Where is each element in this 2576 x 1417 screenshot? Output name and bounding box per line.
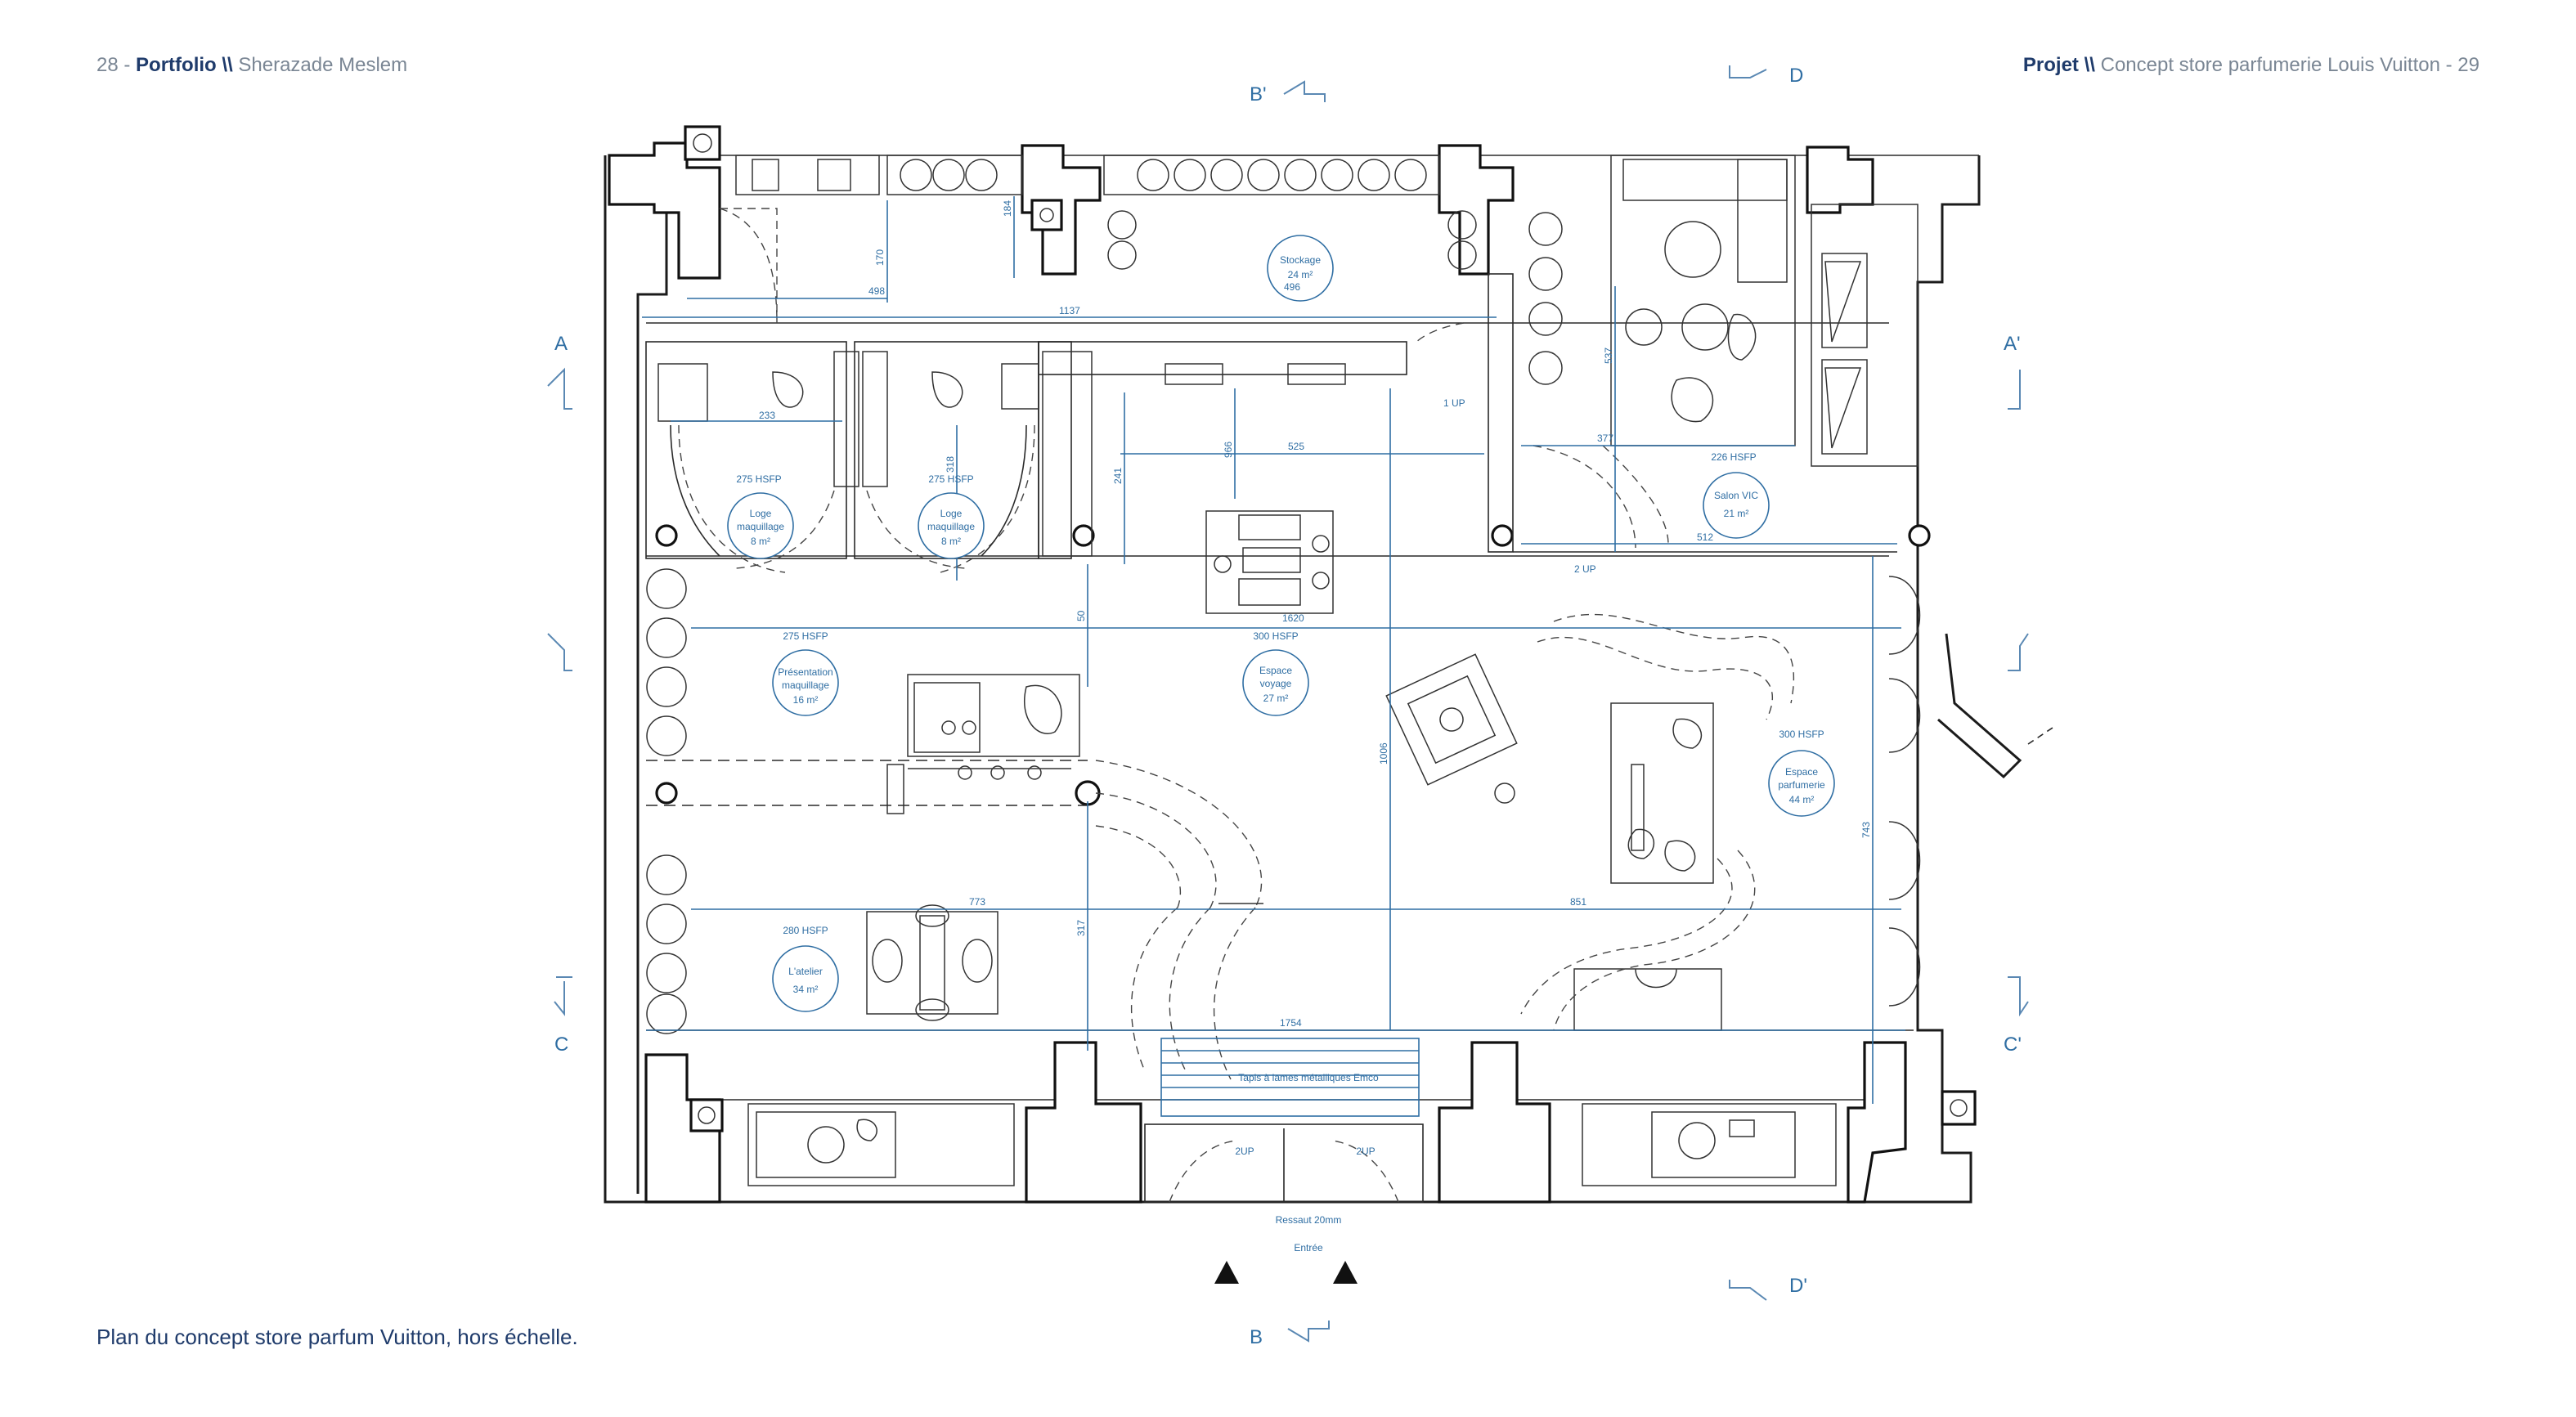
room-parfumerie: 300 HSFP Espace parfumerie 44 m²	[1768, 729, 1835, 817]
room-name: Loge	[940, 508, 963, 519]
dim-317: 317	[1075, 920, 1087, 936]
room-area: 34 m²	[793, 984, 819, 995]
dim-498: 498	[868, 285, 885, 297]
dim-233: 233	[759, 410, 775, 421]
storage-shelving	[719, 155, 1563, 385]
room-stockage: Stockage 24 m² 496	[1267, 235, 1334, 302]
central-furniture	[646, 510, 1795, 1080]
dim-1up: 1 UP	[1443, 397, 1465, 409]
room-loge-2: 275 HSFP Loge maquillage 8 m²	[918, 473, 985, 559]
entrance-arrow-left	[1214, 1261, 1239, 1284]
room-area: 21 m²	[1724, 508, 1749, 519]
header-left: 28 - Portfolio \\ Sherazade Meslem	[96, 54, 407, 77]
room-salon-vic: 226 HSFP Salon VIC 21 m²	[1703, 451, 1770, 539]
dim-50: 50	[1075, 610, 1087, 621]
room-name: Espace	[1259, 665, 1292, 676]
dim-851: 851	[1570, 896, 1586, 908]
dim-2up: 2 UP	[1574, 563, 1596, 575]
vitrines	[747, 1103, 1837, 1186]
hsfp-label: 226 HSFP	[1711, 451, 1756, 463]
section-a-label: A	[554, 333, 568, 355]
salon-vic-furniture	[1533, 155, 1919, 549]
up-right-note: 2UP	[1356, 1146, 1375, 1157]
entrance-arrow-right	[1333, 1261, 1358, 1284]
entrance	[1144, 1038, 1424, 1284]
tapis-note: Tapis à lames métalliques Emco	[1238, 1072, 1379, 1083]
pillars	[608, 125, 1977, 1204]
room-name-2: voyage	[1260, 678, 1292, 689]
room-name: Salon VIC	[1714, 490, 1758, 501]
room-name: Stockage	[1280, 254, 1321, 266]
room-area: 44 m²	[1789, 794, 1815, 805]
dim-1006: 1006	[1378, 742, 1389, 765]
room-area: 16 m²	[793, 694, 819, 706]
hsfp-label: 300 HSFP	[1253, 630, 1298, 642]
hsfp-label: 300 HSFP	[1779, 729, 1824, 740]
room-presentation: 275 HSFP Présentation maquillage 16 m²	[772, 630, 839, 716]
room-voyage: 300 HSFP Espace voyage 27 m²	[1242, 630, 1309, 716]
separator: -	[2445, 54, 2453, 76]
section-a-prime-label: A'	[2004, 333, 2021, 355]
room-area: 8 m²	[751, 536, 770, 547]
dim-1620: 1620	[1282, 612, 1304, 624]
room-area: 27 m²	[1263, 693, 1289, 704]
dim-377: 377	[1597, 433, 1613, 444]
dim-496: 496	[1284, 281, 1300, 293]
room-name: L'atelier	[788, 966, 823, 977]
room-name: Loge	[750, 508, 772, 519]
section-c-prime-label: C'	[2004, 1034, 2022, 1056]
dim-743: 743	[1860, 822, 1872, 838]
room-name: Présentation	[778, 666, 832, 678]
author-name: Sherazade Meslem	[238, 54, 408, 76]
entrance-notes: Tapis à lames métalliques Emco 2UP 2UP R…	[1235, 1072, 1379, 1253]
room-name: Espace	[1785, 766, 1818, 778]
plan-caption: Plan du concept store parfum Vuitton, ho…	[96, 1325, 578, 1349]
dim-525: 525	[1288, 441, 1304, 452]
dim-1754: 1754	[1280, 1017, 1302, 1029]
hsfp-label: 280 HSFP	[783, 925, 828, 936]
dim-966: 966	[1223, 442, 1234, 458]
ressaut-note: Ressaut 20mm	[1276, 1214, 1342, 1226]
room-name-2: maquillage	[927, 521, 975, 532]
up-left-note: 2UP	[1235, 1146, 1254, 1157]
section-d-prime-label: D'	[1789, 1275, 1807, 1297]
dim-318: 318	[945, 456, 956, 473]
room-name-2: parfumerie	[1778, 779, 1825, 791]
dim-170: 170	[874, 249, 886, 266]
room-loge-1: 275 HSFP Loge maquillage 8 m²	[727, 473, 794, 559]
section-markers: A A' B' B C C' D D'	[547, 65, 2029, 1348]
dim-512: 512	[1697, 531, 1713, 543]
entree-note: Entrée	[1294, 1242, 1323, 1253]
dim-241: 241	[1112, 468, 1124, 484]
hsfp-label: 275 HSFP	[928, 473, 973, 485]
partitions	[645, 273, 1897, 573]
dim-773: 773	[969, 896, 985, 908]
room-atelier: 280 HSFP L'atelier 34 m²	[772, 925, 839, 1012]
project-title: Concept store parfumerie Louis Vuitton	[2100, 54, 2440, 76]
separator: -	[123, 54, 131, 76]
section-c-label: C	[554, 1034, 568, 1056]
dim-537: 537	[1603, 348, 1614, 364]
dim-184: 184	[1002, 200, 1013, 217]
section-b-label: B	[1250, 1326, 1263, 1348]
hsfp-label: 275 HSFP	[783, 630, 828, 642]
section-b-prime-label: B'	[1250, 83, 1267, 105]
room-name-2: maquillage	[782, 679, 829, 691]
dim-1137: 1137	[1059, 305, 1080, 316]
projet-label: Projet \\	[2022, 54, 2095, 76]
hsfp-label: 275 HSFP	[736, 473, 781, 485]
page-number-left: 28	[96, 54, 119, 76]
room-area: 8 m²	[941, 536, 961, 547]
page-number-right: 29	[2457, 54, 2480, 76]
header-right: Projet \\ Concept store parfumerie Louis…	[2023, 54, 2480, 77]
room-area: 24 m²	[1288, 269, 1313, 280]
left-displays	[646, 568, 1921, 1034]
section-d-label: D	[1789, 65, 1803, 87]
portfolio-label: Portfolio \\	[136, 54, 233, 76]
room-name-2: maquillage	[737, 521, 784, 532]
dimension-labels: 498 170 184 1137 233 318 241 966 525 1 U…	[759, 200, 1872, 1029]
